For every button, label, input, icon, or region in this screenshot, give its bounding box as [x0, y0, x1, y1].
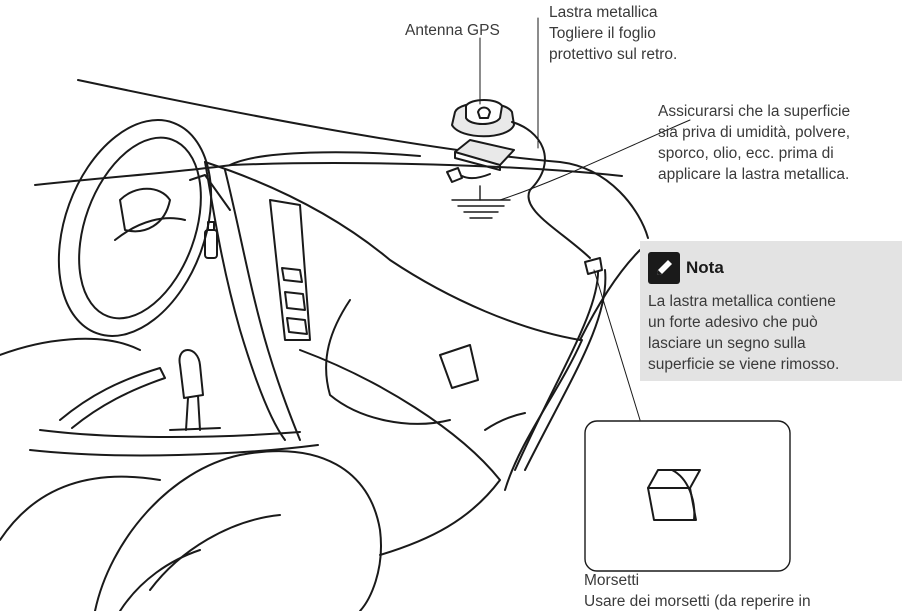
clamp-marker — [584, 257, 603, 275]
mount-symbol — [451, 199, 511, 219]
steering-wheel-inner — [78, 136, 202, 320]
steering-column — [189, 174, 231, 211]
dashboard-glove — [439, 344, 479, 389]
gear-boot — [169, 427, 221, 431]
windshield-top-line — [34, 162, 623, 186]
console-floor — [39, 429, 301, 438]
dashboard-outline — [204, 161, 641, 341]
seat-front-right — [94, 450, 382, 611]
gps-cable — [511, 121, 591, 259]
note-box: Nota La lastra metallica contiene un for… — [640, 241, 902, 381]
a-pillar-inner — [524, 269, 607, 471]
seat-contour-2 — [119, 549, 201, 611]
plate-cable — [461, 173, 491, 180]
surface-note-label: Assicurarsi che la superficie sia priva … — [658, 103, 851, 183]
center-stack-inner — [224, 169, 301, 441]
gps-antenna-dome — [477, 106, 491, 119]
plate-connector — [446, 167, 463, 183]
note-title: Nota — [686, 258, 724, 277]
gear-knob — [178, 349, 204, 399]
gps-antenna-top — [465, 99, 503, 125]
seat-contour — [149, 514, 281, 591]
roof-line — [77, 79, 649, 239]
gps-antenna-label: Antenna GPS — [405, 22, 500, 39]
console-floor-2 — [29, 444, 319, 457]
ignition-stalk — [204, 229, 218, 259]
clamps-label: Morsetti Usare dei morsetti (da reperire… — [584, 572, 811, 610]
button-3 — [286, 317, 308, 335]
button-2 — [284, 291, 306, 311]
metal-plate — [454, 139, 515, 166]
pencil-icon — [648, 252, 680, 284]
hand-brake — [59, 367, 166, 429]
clamp-illustration — [647, 469, 701, 489]
leader-surface — [499, 119, 691, 201]
note-header: Nota — [648, 251, 894, 285]
clamp-detail-box — [584, 420, 791, 572]
note-body: La lastra metallica contiene un forte ad… — [648, 293, 840, 373]
metal-plate-edge — [454, 151, 501, 171]
driver-seat — [0, 337, 141, 356]
seat-front-left — [0, 475, 161, 541]
leader-clamp — [593, 269, 641, 421]
windshield-inner-line — [229, 151, 421, 166]
steering-wheel-outer — [57, 119, 213, 337]
dashboard-side — [484, 412, 526, 431]
steering-hub — [119, 187, 171, 233]
metal-plate-label: Lastra metallica Togliere il foglio prot… — [549, 4, 678, 63]
center-stack — [204, 161, 286, 441]
dashboard-curve — [325, 299, 451, 425]
ignition-tip — [207, 221, 215, 231]
button-1 — [281, 267, 303, 283]
steering-spoke — [114, 217, 186, 241]
dashboard-lower — [299, 349, 501, 556]
gear-stick — [185, 395, 201, 431]
center-panel — [269, 199, 311, 341]
a-pillar — [514, 267, 600, 471]
clamp-illustration-clip — [671, 469, 696, 521]
